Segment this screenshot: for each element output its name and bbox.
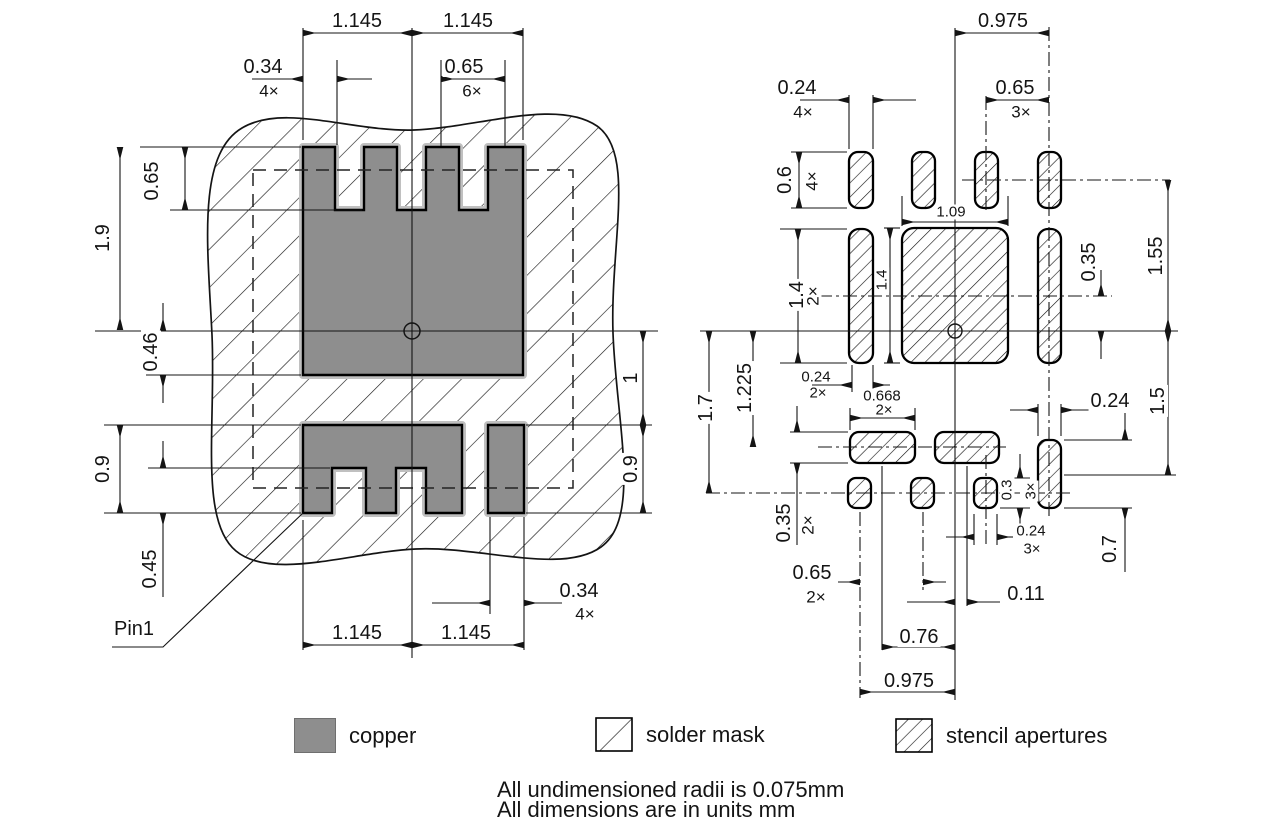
right-dimensions xyxy=(705,29,1176,696)
dim-label-right-wide_h_n: 2× xyxy=(798,513,818,537)
dim-label-right-bot_span2: 0.975 xyxy=(881,670,937,692)
legend-solder-mask-label: solder mask xyxy=(646,721,765,747)
dim-label-right-ap_w: 0.24 xyxy=(775,77,819,99)
dim-label-left-center_gap: 0.46 xyxy=(140,330,162,374)
dim-label-right-sq_w: 0.24 xyxy=(1014,522,1048,540)
legend-copper-label: copper xyxy=(349,722,417,748)
dim-label-left-tooth_n: 4× xyxy=(257,81,281,101)
dim-label-left-right_pad_h: 0.9 xyxy=(620,453,642,485)
dim-label-right-bot_off: 0.11 xyxy=(1005,583,1047,605)
dim-label-right-big_h: 1.4 xyxy=(873,267,891,293)
dim-label-right-left_span: 1.7 xyxy=(695,392,717,424)
dim-label-right-wide_w: 0.668 xyxy=(861,387,903,405)
stencil-pad-top-2 xyxy=(910,150,937,210)
dim-label-right-upper_span: 1.55 xyxy=(1145,234,1167,278)
left-dimensions xyxy=(104,28,652,650)
copper-pad-bottom xyxy=(301,423,464,515)
stencil-pad-top-1 xyxy=(847,150,875,210)
dim-label-left-lower_notch: 0.45 xyxy=(139,547,161,591)
dim-label-right-bot_pitch: 0.65 xyxy=(790,562,834,584)
dim-label-right-tall_h_n: 2× xyxy=(803,284,823,308)
origin-mark xyxy=(403,322,421,340)
dim-label-left-span_left: 1.145 xyxy=(329,10,385,32)
legend-stencil: stencil apertures xyxy=(895,718,1107,753)
dim-label-left-side_pad_w: 0.34 xyxy=(557,580,601,602)
dim-label-left-tooth_w: 0.34 xyxy=(241,56,285,78)
dim-label-left-side_pad_n: 4× xyxy=(573,604,597,624)
dim-label-right-ap_h: 0.6 xyxy=(774,164,796,196)
dim-label-right-wide_h: 0.35 xyxy=(773,501,795,545)
copper-swatch xyxy=(294,718,336,753)
left-center-lines xyxy=(95,28,658,658)
dim-label-left-bottom_right: 1.145 xyxy=(438,622,494,644)
note-radii: All undimensioned radii is 0.075mm xyxy=(497,777,845,802)
dim-label-right-side_ap_h: 0.7 xyxy=(1099,533,1121,565)
dim-label-right-row_off: 0.35 xyxy=(1078,240,1100,284)
dim-label-left-pitch_n: 6× xyxy=(460,81,484,101)
dim-label-left-pin1: Pin1 xyxy=(111,618,157,640)
dim-label-right-big_w: 1.09 xyxy=(934,203,968,221)
right-center-lines xyxy=(700,27,1178,700)
dim-label-left-pitch: 0.65 xyxy=(442,56,486,78)
component-outline xyxy=(252,169,574,489)
legend-stencil-label: stencil apertures xyxy=(946,722,1108,748)
dim-label-left-lower_pad_h: 0.9 xyxy=(92,453,114,485)
origin-mark-right xyxy=(947,323,963,339)
pin1-leader xyxy=(112,512,304,648)
dim-label-right-pitch: 0.65 xyxy=(993,77,1037,99)
dim-label-right-bot_pitch_n: 2× xyxy=(804,587,828,607)
dim-label-right-ap_w_n: 4× xyxy=(791,102,815,122)
dim-label-right-sq_h: 0.3 xyxy=(998,477,1016,503)
dim-label-left-right_gap: 1 xyxy=(620,370,642,386)
right-figure xyxy=(700,27,1178,700)
dim-label-right-tall_w_n: 2× xyxy=(807,384,829,402)
left-figure xyxy=(95,28,658,658)
dim-label-right-wide_w_n: 2× xyxy=(873,401,895,419)
dim-label-right-tall_w: 0.24 xyxy=(799,368,833,386)
dim-label-right-side_ap_w: 0.24 xyxy=(1088,390,1132,412)
dim-label-left-notch_depth: 0.65 xyxy=(141,159,163,203)
dim-label-right-pitch_n: 3× xyxy=(1009,102,1033,122)
dim-label-right-mid_span: 1.225 xyxy=(734,360,756,416)
dim-label-left-span_right: 1.145 xyxy=(440,10,496,32)
dim-label-right-sq_w_n: 3× xyxy=(1021,540,1043,558)
dim-label-left-upper_half: 1.9 xyxy=(92,222,114,254)
dim-label-right-top_span: 0.975 xyxy=(975,10,1031,32)
dim-label-right-lower_span: 1.5 xyxy=(1147,385,1169,417)
legend-solder-mask: solder mask xyxy=(595,717,765,752)
dim-label-left-bottom_left: 1.145 xyxy=(329,622,385,644)
stencil-swatch xyxy=(895,718,933,753)
dim-label-right-sq_h_n: 3× xyxy=(1022,480,1040,502)
note-units: All dimensions are in units mm xyxy=(497,797,796,822)
solder-mask-swatch xyxy=(595,717,633,752)
copper-pad-side xyxy=(486,423,526,515)
dim-label-right-ap_h_n: 4× xyxy=(802,169,822,193)
legend-copper: copper xyxy=(294,718,416,753)
dim-label-right-bot_span1: 0.76 xyxy=(897,626,941,648)
